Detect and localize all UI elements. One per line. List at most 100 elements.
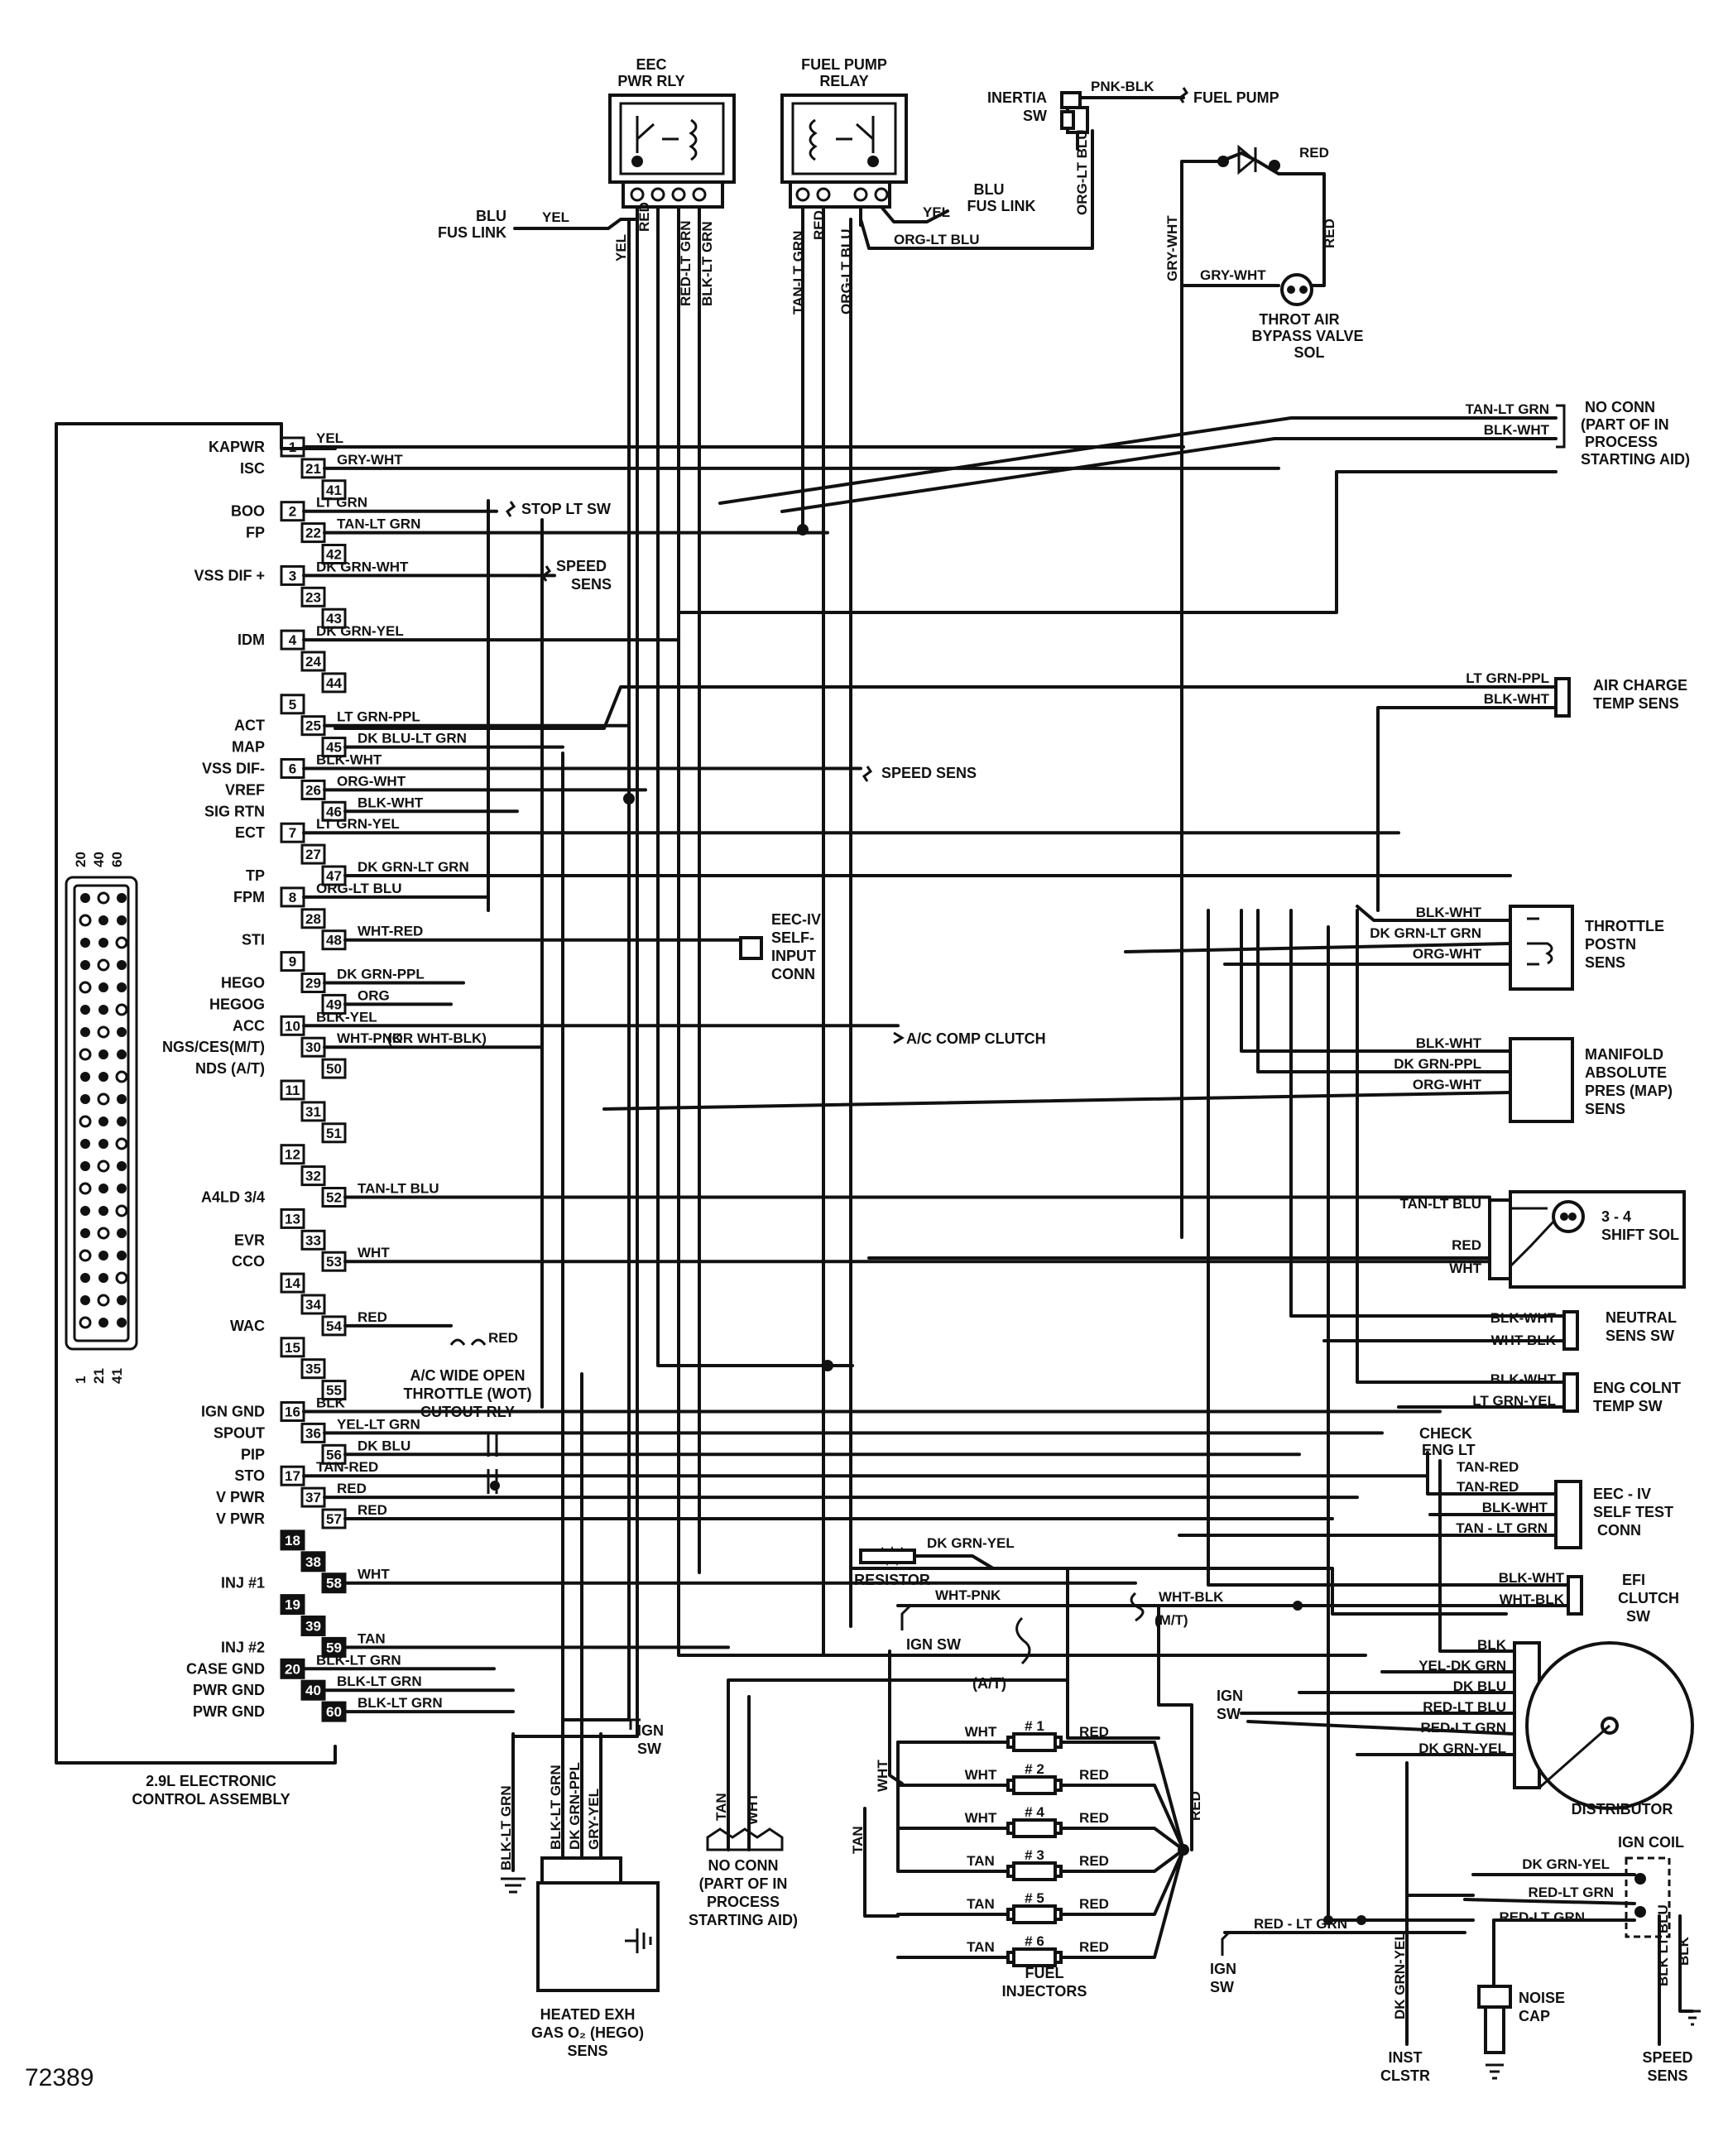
injector-wire-out: RED xyxy=(1079,1767,1109,1783)
self-input-3: INPUT xyxy=(771,948,816,964)
figure-id: 72389 xyxy=(25,2064,94,2091)
ect-wire-1: BLK-WHT xyxy=(1490,1371,1557,1387)
ecu-pin-number: 36 xyxy=(305,1425,321,1441)
ecu-pin-number: 37 xyxy=(305,1490,321,1505)
ecu-pin-number: 46 xyxy=(326,804,342,819)
eec-relay-title-2: PWR RLY xyxy=(617,73,684,89)
ecu-pin-signal: WAC xyxy=(230,1318,265,1334)
tps-wire-2: DK GRN-LT GRN xyxy=(1370,925,1481,941)
ecu-pin-38: 38 xyxy=(300,1551,326,1573)
ecu-pin-55: 55 xyxy=(321,1380,347,1401)
tps-wire-3: ORG-WHT xyxy=(1413,946,1482,962)
shift-1: 3 - 4 xyxy=(1601,1208,1631,1225)
no-conn-wire-wht: WHT xyxy=(745,1793,761,1825)
ect-1: ENG COLNT xyxy=(1593,1380,1681,1396)
ecu-pin-signal: IGN GND xyxy=(201,1404,265,1420)
eng-coolant-temp-sw: BLK-WHT LT GRN-YEL ENG COLNT TEMP SW xyxy=(1356,909,1681,1414)
noise-cap-2: CAP xyxy=(1519,2008,1550,2024)
ecu-pin-number: 11 xyxy=(286,1083,300,1098)
efi-3: SW xyxy=(1626,1608,1650,1625)
hego-label-2: GAS O₂ (HEGO) xyxy=(531,2024,644,2041)
eec-in-wire: YEL xyxy=(542,209,569,225)
ecu-pin-signal: EVR xyxy=(234,1232,265,1248)
ign-sw-center: IGN SW xyxy=(906,1636,961,1653)
inertia-wire-pnk-blk: PNK-BLK xyxy=(1091,79,1154,94)
eec-relay-title-1: EEC xyxy=(636,56,666,73)
hego-wire-1: BLK-LT GRN xyxy=(498,1785,514,1870)
ecu-pin-number: 3 xyxy=(289,568,296,583)
no-conn-wire-tan: TAN xyxy=(713,1793,729,1821)
inertia-label-1: INERTIA xyxy=(987,89,1047,106)
ecu-pin-signal: NDS (A/T) xyxy=(195,1060,265,1077)
ecu-pin-number: 39 xyxy=(305,1619,321,1635)
ecu-pin-15: 15 xyxy=(280,1337,305,1358)
ecu-pin-number: 45 xyxy=(326,740,342,756)
ecu-pin-number: 15 xyxy=(285,1340,300,1356)
ecu-pin-number: 55 xyxy=(326,1383,342,1399)
self-input-1: EEC-IV xyxy=(771,911,821,928)
ecu-pin-signal: ECT xyxy=(235,824,265,841)
mt-label: (M/T) xyxy=(1154,1612,1188,1628)
ecu-pin-number: 42 xyxy=(326,547,342,563)
injector-number: # 2 xyxy=(1025,1761,1044,1777)
ign-sw-bottom-1: IGN xyxy=(1210,1961,1236,1977)
ecu-pin-wire-color: YEL-LT GRN xyxy=(337,1416,420,1432)
speed-sens-bottom-2: SENS xyxy=(1647,2067,1687,2084)
connector-bottom-number-41: 41 xyxy=(109,1368,125,1384)
ecu-pin-wire-color: WHT xyxy=(358,1245,390,1260)
no-conn-4: STARTING AID) xyxy=(689,1912,798,1928)
ecu-pin-signal: VSS DIF- xyxy=(202,761,265,777)
ecu-pin-signal: VSS DIF + xyxy=(194,567,265,583)
air-charge-2: TEMP SENS xyxy=(1593,695,1679,712)
injector-wire-out: RED xyxy=(1079,1896,1109,1912)
ecu-pin-number: 29 xyxy=(305,976,321,992)
ecu-pin-wire-color: TAN-RED xyxy=(316,1459,378,1475)
ecu-pin-35: 35 xyxy=(300,1358,326,1380)
ecu-pin-wire-color: DK GRN-PPL xyxy=(337,967,425,982)
eec-fus-link-1: BLU xyxy=(476,208,506,224)
speed-sens-1: SPEED xyxy=(556,558,607,574)
ecu-pin-wire-color: BLK-LT GRN xyxy=(337,1673,422,1689)
injector-wire-out: RED xyxy=(1079,1810,1109,1826)
ecu-pin-wire-color: YEL xyxy=(316,430,343,446)
injector-number: # 3 xyxy=(1025,1847,1044,1863)
right-side-components: TAN-LT GRN BLK-WHT NO CONN (PART OF IN P… xyxy=(334,399,1701,2084)
ecu-pin-signal: SPOUT xyxy=(214,1424,265,1441)
ecu-pin-number: 9 xyxy=(289,954,296,970)
ecu-pin-signal: PWR GND xyxy=(193,1682,265,1698)
coil-wire-3: RED-LT GRN xyxy=(1499,1909,1585,1925)
no-conn-3: PROCESS xyxy=(707,1894,780,1910)
efi-wire-1: BLK-WHT xyxy=(1499,1570,1565,1586)
ecu-pin-signal: V PWR xyxy=(216,1510,265,1527)
throttle-position-sensor: BLK-WHT DK GRN-LT GRN ORG-WHT THROTTLE P… xyxy=(1124,905,1664,991)
control-assembly: 2.9L ELECTRONIC CONTROL ASSEMBLY 20 40 6… xyxy=(55,422,337,1808)
ecu-pin-number: 47 xyxy=(326,868,342,884)
speed-sens-2: SPEED SENS xyxy=(881,765,977,781)
ecu-pin-wire-color: WHT xyxy=(358,1567,390,1582)
self-test-1: EEC - IV xyxy=(1593,1486,1651,1502)
ac-comp-clutch: A/C COMP CLUTCH xyxy=(906,1030,1046,1047)
ecu-pin-number: 8 xyxy=(289,890,296,905)
ecu-pin-44: 44 xyxy=(321,672,347,694)
inst-clstr-2: CLSTR xyxy=(1380,2067,1430,2084)
self-input-4: CONN xyxy=(771,966,815,982)
fuel-relay-title-2: RELAY xyxy=(819,73,868,89)
injector-wire-in: WHT xyxy=(965,1724,997,1740)
hego-label-3: SENS xyxy=(567,2043,607,2059)
injector-wire-out: RED xyxy=(1079,1939,1109,1955)
injector-wire-in: TAN xyxy=(967,1896,995,1912)
